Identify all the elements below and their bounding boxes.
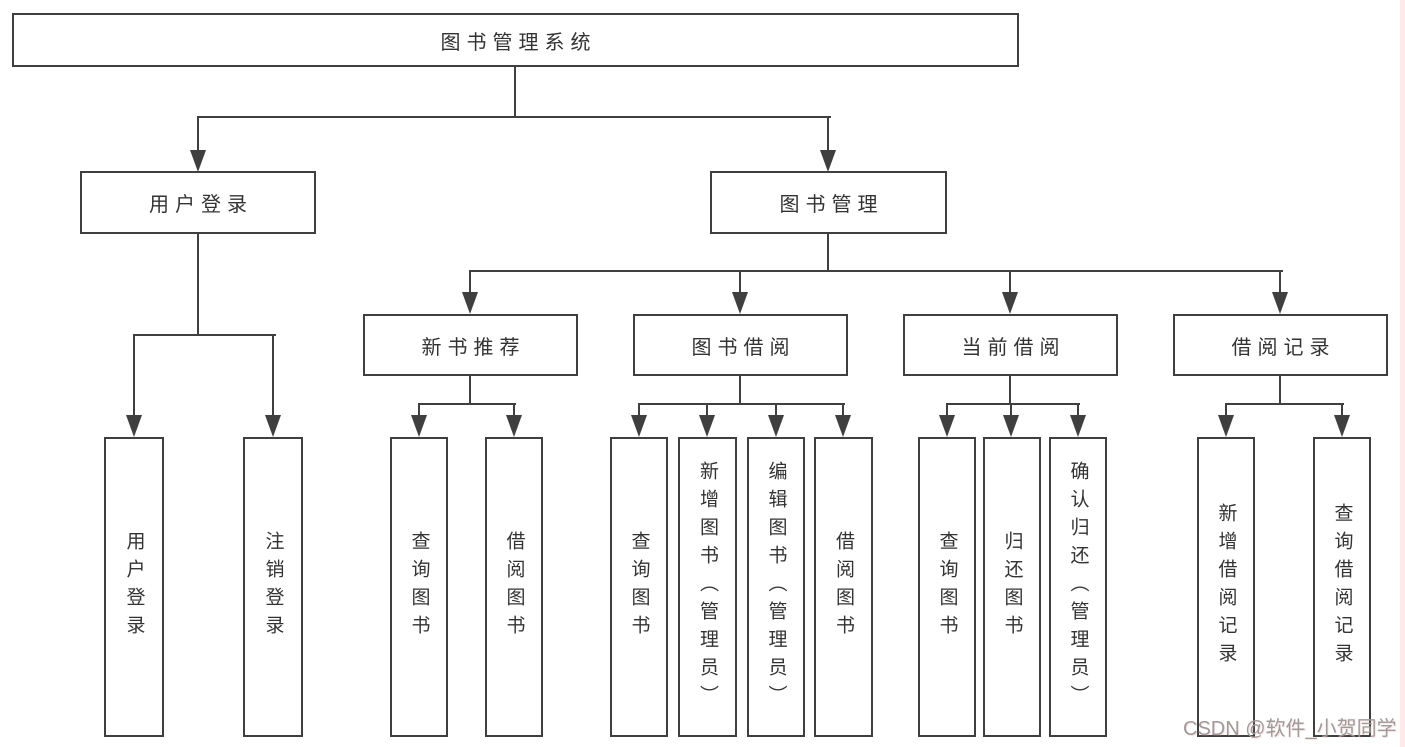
node-root: 图书管理系统 xyxy=(12,13,1019,67)
connector-line xyxy=(469,270,1283,272)
arrow-down-icon xyxy=(265,415,281,437)
connector-line xyxy=(1225,403,1344,405)
arrow-down-icon xyxy=(411,415,427,437)
arrow-down-icon xyxy=(939,415,955,437)
leaf-label: 注销登录 xyxy=(262,531,284,643)
leaf-current-return-book: 归还图书 xyxy=(983,437,1041,737)
leaf-label: 确认归还（管理员） xyxy=(1067,461,1089,713)
leaf-newbooks-borrow-book: 借阅图书 xyxy=(485,437,543,737)
connector-line xyxy=(638,403,640,416)
connector-line xyxy=(706,403,708,416)
connector-line xyxy=(418,403,420,416)
connector-line xyxy=(197,233,199,336)
leaf-borrow-add-book-admin: 新增图书（管理员） xyxy=(678,437,737,737)
connector-line xyxy=(946,403,1080,405)
node-label: 借阅记录 xyxy=(1231,336,1336,359)
leaf-label: 借阅图书 xyxy=(833,531,854,643)
leaf-records-query-record: 查询借阅记录 xyxy=(1313,437,1371,737)
node-new-book-recommend: 新书推荐 xyxy=(363,314,578,376)
arrow-down-icon xyxy=(1334,415,1350,437)
node-label: 当前借阅 xyxy=(961,336,1066,359)
connector-line xyxy=(827,116,829,151)
leaf-user-login: 用户登录 xyxy=(104,437,164,737)
arrow-down-icon xyxy=(699,415,715,437)
leaf-label: 查询图书 xyxy=(936,531,958,643)
arrow-down-icon xyxy=(820,150,836,172)
node-borrow-records: 借阅记录 xyxy=(1173,314,1388,376)
connector-line xyxy=(739,375,741,405)
connector-line xyxy=(133,334,276,336)
connector-line xyxy=(775,403,777,416)
connector-line xyxy=(1009,375,1011,405)
arrow-down-icon xyxy=(126,415,142,437)
arrow-down-icon xyxy=(1070,415,1086,437)
leaf-label: 新增借阅记录 xyxy=(1215,503,1237,671)
leaf-label: 归还图书 xyxy=(1001,531,1023,643)
leaf-current-query-book: 查询图书 xyxy=(918,437,976,737)
right-edge-strip xyxy=(1400,0,1405,747)
connector-line xyxy=(1279,375,1281,405)
arrow-down-icon xyxy=(732,292,748,314)
leaf-current-confirm-return-admin: 确认归还（管理员） xyxy=(1049,437,1107,737)
connector-line xyxy=(739,270,741,294)
connector-line xyxy=(469,375,471,405)
csdn-watermark: CSDN @软件_小贺同学 xyxy=(1183,718,1397,740)
node-label: 用户登录 xyxy=(149,194,253,216)
arrow-down-icon xyxy=(1002,292,1018,314)
node-root-label: 图书管理系统 xyxy=(440,31,597,54)
node-label: 新书推荐 xyxy=(421,336,526,359)
leaf-borrow-query-book: 查询图书 xyxy=(610,437,668,737)
arrow-down-icon xyxy=(1218,415,1234,437)
connector-line xyxy=(272,334,274,416)
connector-line xyxy=(1279,270,1281,294)
leaf-label: 查询借阅记录 xyxy=(1331,503,1353,671)
leaf-borrow-edit-book-admin: 编辑图书（管理员） xyxy=(747,437,805,737)
arrow-down-icon xyxy=(506,415,522,437)
arrow-down-icon xyxy=(462,292,478,314)
node-label: 图书管理 xyxy=(779,194,884,216)
node-book-borrow: 图书借阅 xyxy=(633,314,848,376)
connector-line xyxy=(946,403,948,416)
node-user-login: 用户登录 xyxy=(80,171,316,234)
node-book-management: 图书管理 xyxy=(710,171,947,234)
leaf-label: 查询图书 xyxy=(628,531,650,643)
connector-line xyxy=(197,116,831,118)
connector-line xyxy=(842,403,844,416)
leaf-label: 编辑图书（管理员） xyxy=(765,461,787,713)
leaf-records-add-record: 新增借阅记录 xyxy=(1197,437,1255,737)
connector-line xyxy=(469,270,471,294)
connector-line xyxy=(1077,403,1079,416)
leaf-label: 借阅图书 xyxy=(503,531,525,643)
connector-line xyxy=(1341,403,1343,416)
leaf-newbooks-query-book: 查询图书 xyxy=(390,437,448,737)
arrow-down-icon xyxy=(835,415,851,437)
arrow-down-icon xyxy=(1003,415,1019,437)
connector-line xyxy=(513,403,515,416)
connector-line xyxy=(827,233,829,272)
connector-line xyxy=(197,116,199,151)
arrow-down-icon xyxy=(190,150,206,172)
leaf-label: 查询图书 xyxy=(408,531,430,643)
arrow-down-icon xyxy=(631,415,647,437)
connector-line xyxy=(133,334,135,416)
connector-line xyxy=(1009,270,1011,294)
arrow-down-icon xyxy=(768,415,784,437)
connector-line xyxy=(1010,403,1012,416)
node-label: 图书借阅 xyxy=(691,336,796,359)
connector-line xyxy=(1225,403,1227,416)
leaf-label: 新增图书（管理员） xyxy=(697,461,718,713)
leaf-logout-login: 注销登录 xyxy=(243,437,303,737)
arrow-down-icon xyxy=(1272,292,1288,314)
leaf-label: 用户登录 xyxy=(123,531,145,643)
connector-line xyxy=(514,67,516,118)
connector-line xyxy=(638,403,845,405)
connector-line xyxy=(418,403,516,405)
leaf-borrow-borrow-book: 借阅图书 xyxy=(814,437,873,737)
node-current-borrow: 当前借阅 xyxy=(903,314,1118,376)
